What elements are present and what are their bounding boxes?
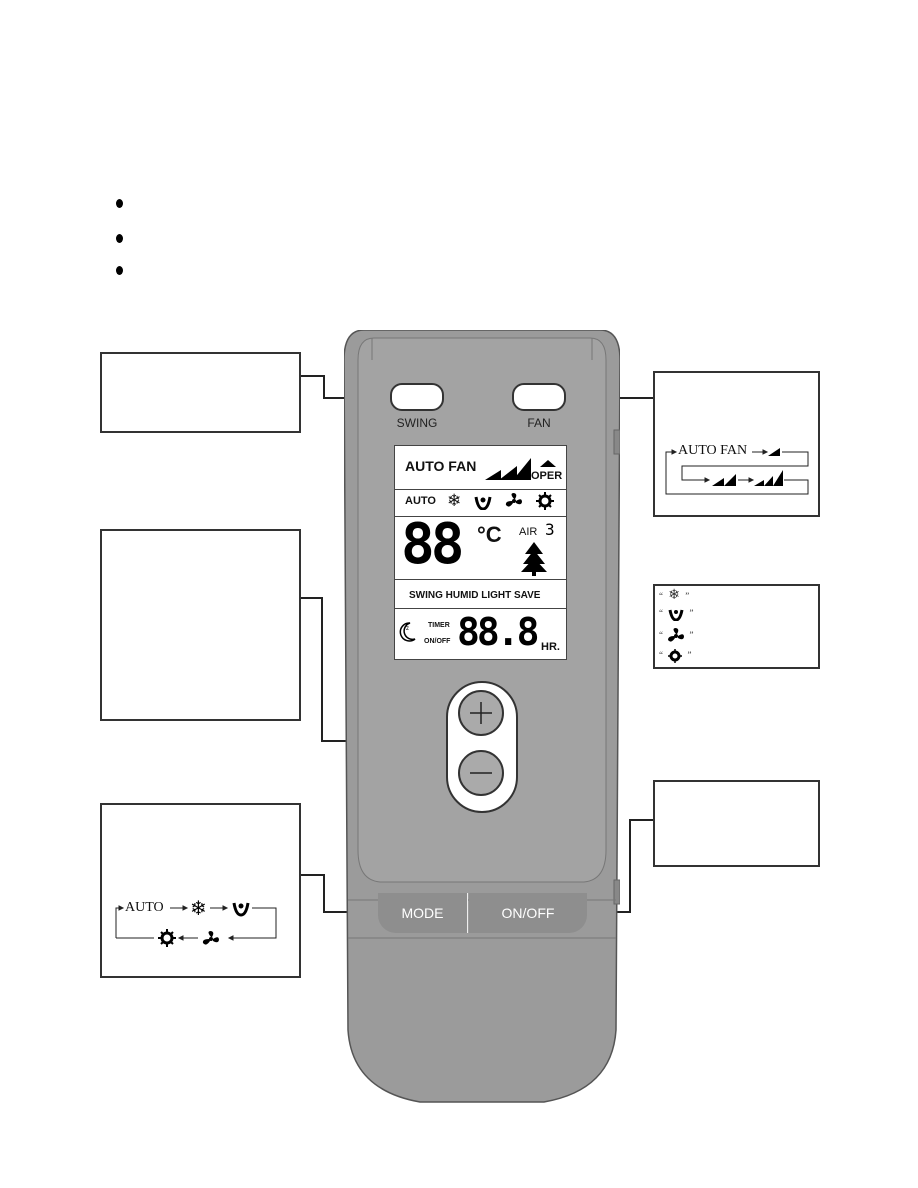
mode-legend-box xyxy=(653,584,820,669)
fan-label: FAN xyxy=(527,416,551,430)
temperature-callout-box xyxy=(100,529,301,721)
swing-callout-box xyxy=(100,352,301,433)
lcd-air-level: 3 xyxy=(545,520,555,539)
fan-callout-box xyxy=(653,371,820,517)
oper-triangle-icon xyxy=(540,460,556,467)
lcd-mode-auto: AUTO xyxy=(405,495,436,507)
fan-icon xyxy=(202,931,219,945)
increase-button[interactable] xyxy=(458,690,504,736)
swing-label: SWING xyxy=(396,416,438,430)
onoff-label: ON/OFF xyxy=(501,905,555,921)
bullet-3 xyxy=(116,266,123,275)
legend-row-fan: “ ” xyxy=(659,628,694,644)
lcd-temperature-digits: 88 xyxy=(401,512,464,577)
mode-button[interactable]: MODE xyxy=(378,893,468,933)
lcd-air: AIR xyxy=(519,526,538,538)
legend-row-cool: “ ❄ ” xyxy=(659,588,690,603)
lcd-timer-digits: 88.8 xyxy=(457,610,539,654)
legend-row-heat: “ ” xyxy=(659,649,692,663)
fan-speed-bars-icon xyxy=(485,458,531,480)
mode-label: MODE xyxy=(401,905,444,921)
lcd-timer-onoff: ON/OFF xyxy=(424,638,451,645)
plus-icon xyxy=(470,702,492,724)
lcd-auto-fan: AUTO FAN xyxy=(405,458,477,474)
lcd-oper: OPER xyxy=(531,470,563,482)
mode-flow-diagram: ❄ xyxy=(115,898,277,947)
lcd-separator-2 xyxy=(395,516,566,517)
fan-flow-auto-fan: AUTO FAN xyxy=(678,443,748,458)
sun-icon xyxy=(668,649,683,663)
legend-row-dry: “ ” xyxy=(659,607,694,622)
lcd-separator-4 xyxy=(395,608,566,609)
snowflake-icon: ❄ xyxy=(190,898,207,920)
fan-icon xyxy=(505,493,522,507)
fan-icon xyxy=(668,628,685,642)
mode-flow-auto: AUTO xyxy=(125,900,164,915)
onoff-button[interactable]: ON/OFF xyxy=(469,893,587,933)
sun-icon xyxy=(158,929,176,947)
humidity-icon xyxy=(474,496,492,510)
lcd-display: AUTO FAN OPER AUTO ❄ 88 °C AIR 3 xyxy=(394,445,567,660)
lcd-temperature-unit: °C xyxy=(477,522,502,547)
sun-icon xyxy=(536,492,554,510)
fan-flow-diagram xyxy=(665,448,809,495)
bullet-1 xyxy=(116,199,123,208)
fan-button[interactable] xyxy=(512,383,566,411)
decrease-button[interactable] xyxy=(458,750,504,796)
tree-icon xyxy=(521,542,547,576)
moon-icon: z xyxy=(399,622,416,642)
humidity-icon xyxy=(232,902,250,917)
bullet-2 xyxy=(116,234,123,243)
humidity-icon xyxy=(668,609,684,622)
lcd-separator-1 xyxy=(395,489,566,490)
snowflake-icon: ❄ xyxy=(447,491,462,510)
lcd-functions: SWING HUMID LIGHT SAVE xyxy=(409,590,541,601)
snowflake-icon: ❄ xyxy=(668,588,680,603)
minus-icon xyxy=(470,772,492,774)
mode-callout-box xyxy=(100,803,301,978)
swing-button[interactable] xyxy=(390,383,444,411)
lcd-separator-3 xyxy=(395,579,566,580)
lcd-timer: TIMER xyxy=(428,622,450,629)
lcd-hr: HR. xyxy=(541,641,560,653)
svg-text:z: z xyxy=(406,626,409,632)
onoff-callout-box xyxy=(653,780,820,867)
